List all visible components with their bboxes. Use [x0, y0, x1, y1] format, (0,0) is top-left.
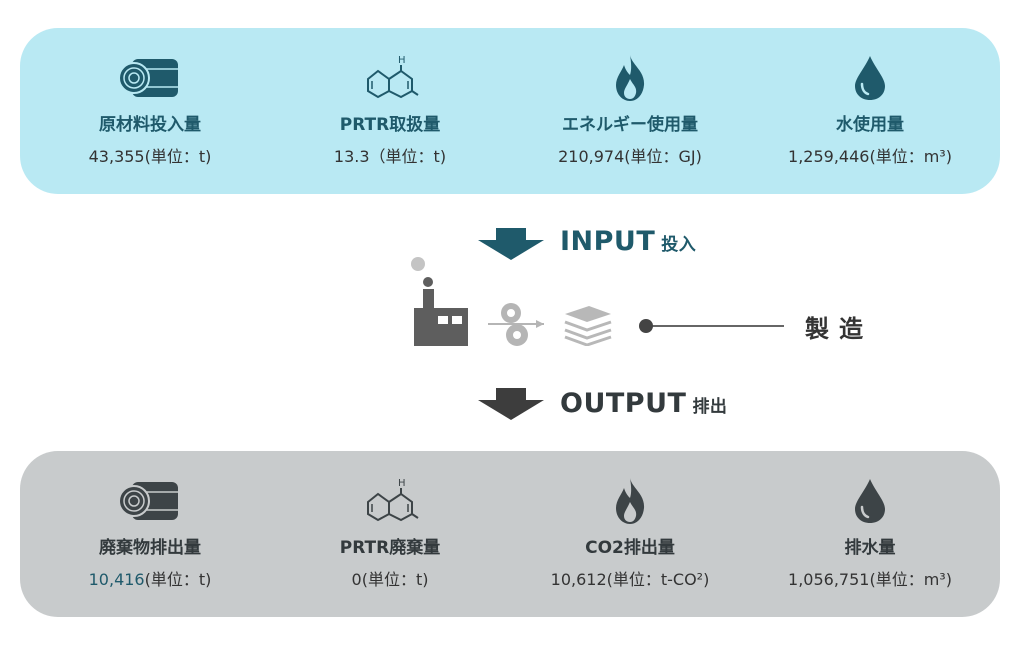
- item-label: PRTR廃棄量: [339, 538, 441, 558]
- output-item-prtr: H PRTR廃棄量 0(単位：t): [270, 451, 510, 617]
- item-label: 廃棄物排出量: [99, 538, 201, 558]
- flame-icon: [510, 50, 750, 106]
- chemical-structure-icon: H: [270, 473, 510, 529]
- item-label: 排水量: [844, 538, 896, 558]
- log-roll-icon: [30, 473, 270, 529]
- input-panel: 原材料投入量 43,355(単位：t) H PRTR取扱量 13.3（単位：t)…: [20, 28, 1000, 194]
- output-item-co2: CO2排出量 10,612(単位：t-CO²): [510, 451, 750, 617]
- item-value: 0(単位：t): [351, 570, 429, 589]
- item-label: エネルギー使用量: [562, 115, 698, 135]
- water-drop-icon: [750, 50, 990, 106]
- item-label: CO2排出量: [585, 538, 675, 558]
- item-label: 水使用量: [836, 115, 904, 135]
- output-panel: 廃棄物排出量 10,416(単位：t) H PRTR廃棄量 0(単位：t) CO…: [20, 451, 1000, 617]
- water-drop-icon: [750, 473, 990, 529]
- flame-icon: [510, 473, 750, 529]
- input-arrow-icon: [478, 228, 544, 264]
- input-item-raw-materials: 原材料投入量 43,355(単位：t): [30, 28, 270, 194]
- factory-icon: [408, 256, 470, 352]
- chemical-structure-icon: H: [270, 50, 510, 106]
- paper-stack-icon: [563, 304, 613, 350]
- item-value: 43,355(単位：t): [88, 147, 212, 166]
- item-value: 10,612(単位：t-CO²): [550, 570, 710, 589]
- process-connector-line: [646, 325, 784, 327]
- output-item-wastewater: 排水量 1,056,751(単位：m³): [750, 451, 990, 617]
- input-item-water: 水使用量 1,259,446(単位：m³): [750, 28, 990, 194]
- item-value: 1,259,446(単位：m³): [788, 147, 952, 166]
- process-connector-dot: [639, 319, 653, 333]
- item-value: 10,416(単位：t): [88, 570, 212, 589]
- input-item-prtr: H PRTR取扱量 13.3（単位：t): [270, 28, 510, 194]
- log-roll-icon: [30, 50, 270, 106]
- item-label: 原材料投入量: [99, 115, 201, 135]
- item-label: PRTR取扱量: [339, 115, 441, 135]
- item-value: 13.3（単位：t): [333, 147, 447, 166]
- item-value: 210,974(単位：GJ): [558, 147, 702, 166]
- paper-roller-icon: [486, 300, 546, 354]
- svg-text:H: H: [398, 478, 406, 489]
- input-item-energy: エネルギー使用量 210,974(単位：GJ): [510, 28, 750, 194]
- svg-text:H: H: [398, 55, 406, 66]
- output-item-waste: 廃棄物排出量 10,416(単位：t): [30, 451, 270, 617]
- process-label: 製造: [805, 315, 873, 343]
- output-arrow-icon: [478, 388, 544, 424]
- item-value: 1,056,751(単位：m³): [788, 570, 952, 589]
